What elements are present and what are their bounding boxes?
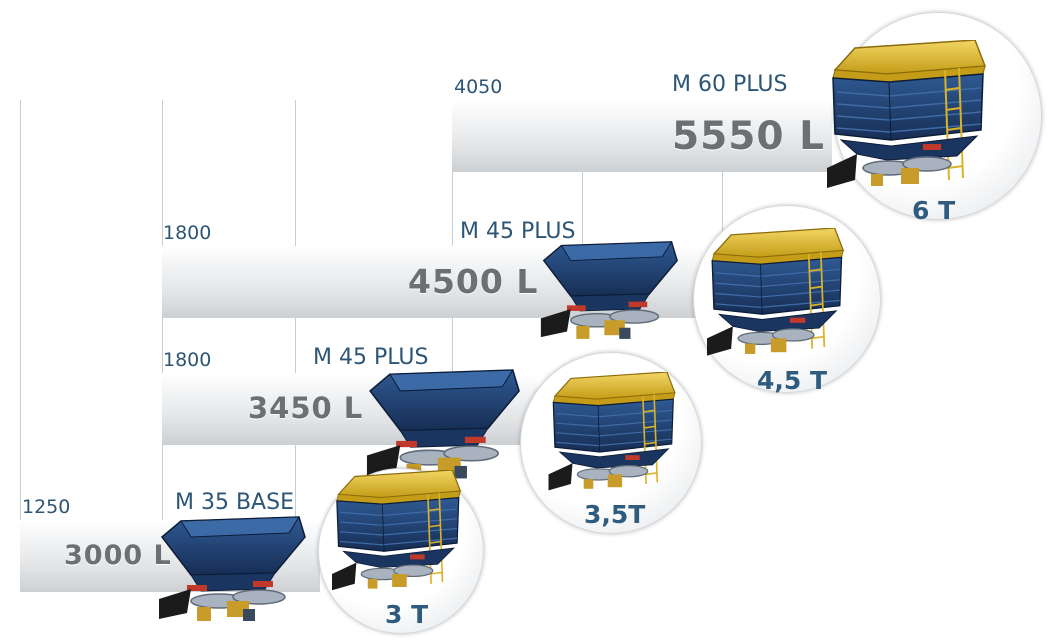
grid-line (582, 100, 583, 246)
tier-tonnage-3: 4,5 T (757, 366, 828, 395)
tier-tonnage-4: 6 T (912, 196, 956, 225)
tier-capacity-3: 4500 L (408, 262, 539, 301)
tier-level-1: 1250 (22, 496, 71, 518)
tier-capacity-4: 5550 L (672, 114, 825, 159)
tier-level-3: 1800 (163, 222, 212, 244)
grid-line (722, 100, 723, 246)
fertilizer-spreader-open-icon (540, 241, 678, 340)
tier-model-4: M 60 PLUS (672, 72, 788, 97)
grid-line (20, 100, 21, 592)
tier-tonnage-2: 3,5T (584, 500, 646, 529)
tier-model-3: M 45 PLUS (460, 219, 576, 244)
tier-capacity-1: 3000 L (64, 540, 172, 571)
fertilizer-spreader-covered-icon (826, 40, 986, 189)
fertilizer-spreader-covered-icon (331, 470, 462, 592)
tier-model-2: M 45 PLUS (313, 345, 429, 370)
tier-capacity-2: 3450 L (248, 391, 364, 425)
fertilizer-spreader-covered-icon (547, 372, 676, 492)
tier-model-1: M 35 BASE (175, 490, 294, 515)
tier-level-2: 1800 (163, 349, 212, 371)
fertilizer-spreader-covered-icon (706, 228, 845, 357)
tier-tonnage-1: 3 T (385, 600, 429, 629)
capacity-bar-4 (452, 100, 832, 172)
fertilizer-spreader-open-icon (158, 516, 306, 622)
grid-line (452, 100, 453, 373)
tier-level-4: 4050 (454, 76, 503, 98)
